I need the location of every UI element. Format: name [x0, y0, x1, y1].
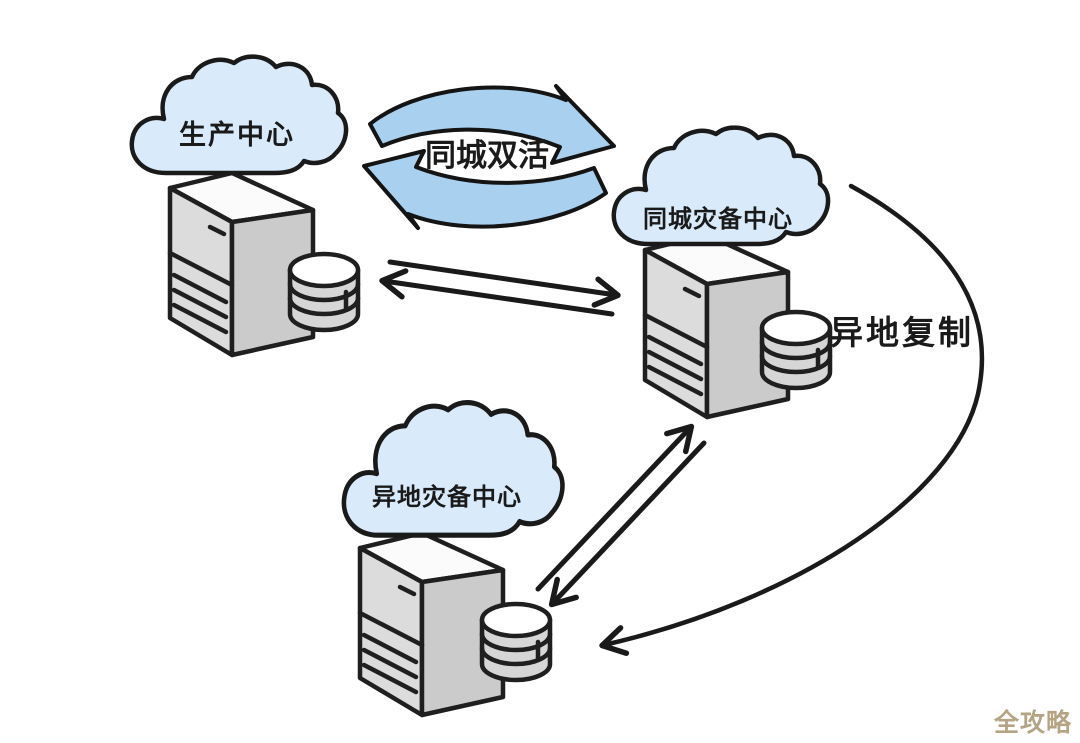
cloud-icon — [132, 57, 346, 173]
cycle-arrow-right-icon — [368, 84, 616, 165]
remote-dr-center-node: 异地灾备中心 — [344, 403, 563, 715]
arrow-to-metro-dr — [387, 259, 621, 308]
metro-dr-center-label: 同城灾备中心 — [643, 205, 793, 233]
remote-dr-center-label: 异地灾备中心 — [372, 483, 522, 511]
remote-replication-arc-arrow — [599, 183, 985, 656]
database-icon — [290, 254, 358, 330]
database-icon — [762, 312, 830, 388]
database-icon — [482, 604, 550, 680]
cycle-arrow-left-icon — [362, 149, 608, 230]
arrow-to-production — [379, 268, 615, 317]
arrow-to-remote-dr — [548, 440, 707, 608]
link-production-metro — [379, 259, 621, 317]
watermark: 全攻略 — [993, 708, 1072, 737]
link-metro-remote — [535, 423, 707, 608]
cloud-icon — [344, 403, 563, 536]
metro-active-cycle — [362, 84, 616, 230]
production-center-node: 生产中心 — [132, 57, 358, 355]
metro-active-label: 同城双活 — [425, 138, 549, 173]
production-center-label: 生产中心 — [179, 120, 295, 150]
remote-replication-label: 异地复制 — [830, 314, 974, 351]
arrow-to-metro-dr — [535, 423, 695, 592]
metro-dr-center-node: 同城灾备中心 — [614, 128, 830, 417]
